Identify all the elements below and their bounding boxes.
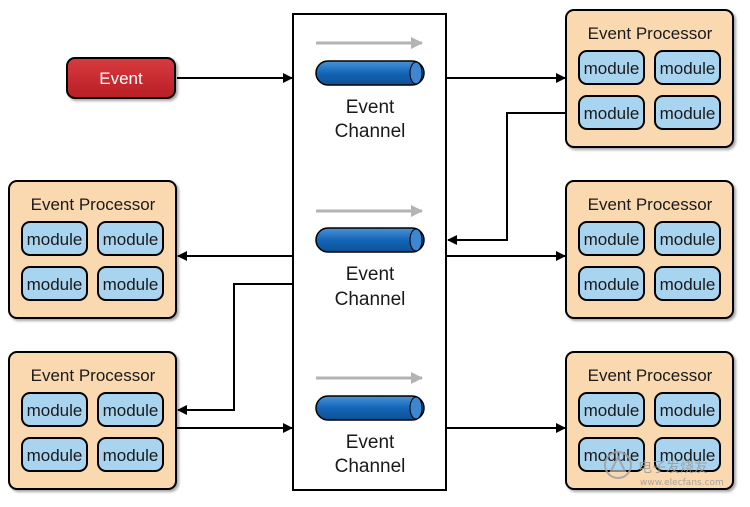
module-label: module xyxy=(103,446,159,465)
module-box xyxy=(654,221,721,256)
module-label: module xyxy=(660,104,716,123)
processor-title: Event Processor xyxy=(588,195,713,214)
arrow-channel-2-to-processor-l3 xyxy=(177,283,292,415)
tube-cap xyxy=(409,228,423,252)
module-box xyxy=(21,392,88,427)
processor-title: Event Processor xyxy=(588,24,713,43)
module-label: module xyxy=(584,275,640,294)
arrow-processor-r1-to-channel-2 xyxy=(447,112,565,245)
elecfans-logo-icon xyxy=(604,451,632,479)
module-label: module xyxy=(584,230,640,249)
module-label: module xyxy=(103,401,159,420)
module-label: module xyxy=(27,230,83,249)
module-box xyxy=(578,266,645,301)
watermark-text: 电子发烧友 xyxy=(638,460,708,476)
module-box xyxy=(654,50,721,85)
module-box xyxy=(97,221,164,256)
module-label: module xyxy=(103,230,159,249)
channel-tube xyxy=(315,395,425,421)
module-box xyxy=(578,95,645,130)
tube-cap xyxy=(409,396,423,420)
module-box xyxy=(97,266,164,301)
event-box: Event xyxy=(66,57,176,99)
module-box xyxy=(97,392,164,427)
processor-title: Event Processor xyxy=(31,366,156,385)
module-label: module xyxy=(660,401,716,420)
event-channel-3: Event Channel xyxy=(315,372,425,477)
channel-label-line1: Event xyxy=(346,432,395,453)
module-box xyxy=(578,392,645,427)
channel-label-line1: Event xyxy=(346,97,395,118)
channel-label-line1: Event xyxy=(346,264,395,285)
processor-title: Event Processor xyxy=(588,366,713,385)
tube-cap xyxy=(409,61,423,85)
connectors xyxy=(177,73,566,433)
module-label: module xyxy=(584,59,640,78)
channel-label-line2: Channel xyxy=(335,121,406,142)
module-label: module xyxy=(103,275,159,294)
module-box xyxy=(21,221,88,256)
event-label: Event xyxy=(99,69,143,88)
module-box xyxy=(654,266,721,301)
channel-label-line2: Channel xyxy=(335,289,406,310)
module-label: module xyxy=(584,401,640,420)
module-label: module xyxy=(27,446,83,465)
module-label: module xyxy=(660,275,716,294)
module-box xyxy=(97,437,164,472)
event-processor-right-1: Event Processor module module module mod… xyxy=(565,9,734,148)
module-label: module xyxy=(584,104,640,123)
module-box xyxy=(654,437,721,472)
channel-tube xyxy=(315,60,425,86)
processor-title: Event Processor xyxy=(31,195,156,214)
watermark-url: www.elecfans.com xyxy=(640,478,724,488)
event-channel-2: Event Channel xyxy=(315,205,425,310)
module-box xyxy=(578,221,645,256)
module-box xyxy=(21,266,88,301)
module-box xyxy=(578,50,645,85)
module-box xyxy=(654,392,721,427)
module-label: module xyxy=(27,401,83,420)
event-processor-left-1: Event Processor module module module mod… xyxy=(8,180,177,319)
module-box xyxy=(654,95,721,130)
module-label: module xyxy=(660,59,716,78)
event-processor-right-2: Event Processor module module module mod… xyxy=(565,180,734,319)
module-label: module xyxy=(27,275,83,294)
channel-label-line2: Channel xyxy=(335,456,406,477)
channel-tube xyxy=(315,227,425,253)
event-processor-left-2: Event Processor module module module mod… xyxy=(8,351,177,490)
watermark: 电子发烧友 www.elecfans.com xyxy=(604,451,724,488)
module-label: module xyxy=(584,446,640,465)
module-box xyxy=(21,437,88,472)
event-channel-1: Event Channel xyxy=(315,37,425,142)
module-label: module xyxy=(660,446,716,465)
module-label: module xyxy=(660,230,716,249)
